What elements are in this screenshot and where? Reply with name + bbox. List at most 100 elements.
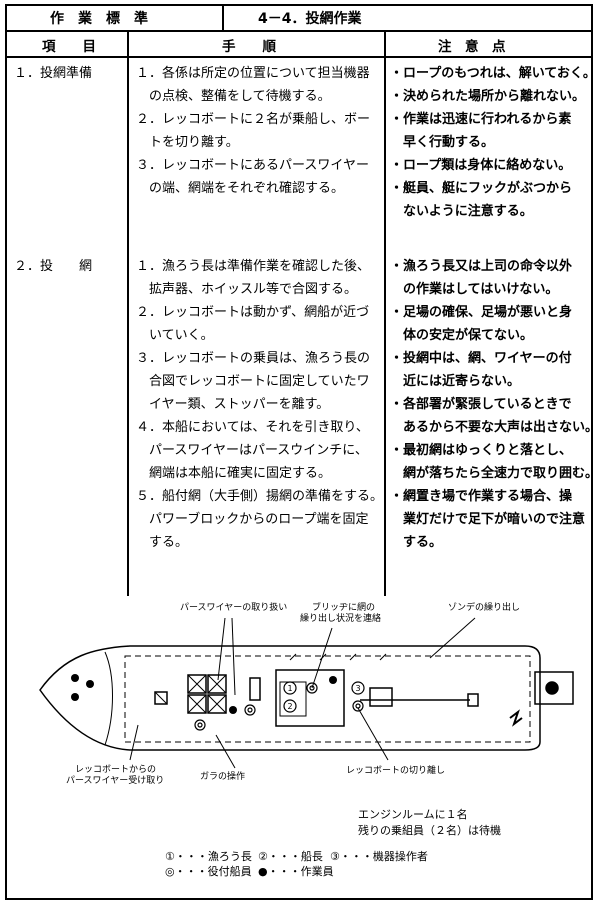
worker-icon (229, 706, 237, 714)
note-line: 業灯だけで足下が暗いので注意 (390, 512, 586, 527)
note-line: あるから不要な大声は出さない。 (390, 420, 599, 435)
winch-box-3 (187, 694, 207, 714)
row1-item: １．投網準備 (14, 66, 93, 81)
note-line: ・作業は迅速に行われるから素 (390, 112, 572, 127)
svg-text:3: 3 (355, 684, 360, 693)
legend-operator: ③・・・機器操作者 (330, 850, 428, 863)
legend-captain: ②・・・船長 (258, 850, 323, 863)
note-line: ・各部署が緊張しているときで (390, 397, 572, 412)
label-bridge-2: 繰り出し状況を連絡 (300, 614, 382, 624)
winch-box-1 (187, 674, 207, 694)
worker-icon (86, 680, 94, 688)
bow-inner-line (104, 651, 113, 746)
proc-line: １．漁ろう長は準備作業を確認した後、 (136, 259, 371, 274)
worker-icon (329, 676, 337, 684)
legend-officer: ◎・・・役付船員 (165, 865, 252, 878)
note-line: する。 (390, 535, 443, 550)
worker-icon (71, 674, 79, 682)
note-line: ・ロープ類は身体に絡めない。 (390, 158, 572, 173)
officer-icon (194, 719, 206, 731)
note-line: 網が落ちたら全速力で取り囲む。 (390, 466, 599, 481)
label-recco-cut: レッコボートの切り離し (346, 766, 446, 776)
proc-line: パワーブロックからのロープ端を固定 (136, 512, 369, 527)
svg-text:2: 2 (287, 702, 292, 711)
proc-line: 合図でレッコボートに固定していたワ (136, 374, 370, 389)
label-gara: ガラの操作 (200, 772, 246, 782)
proc-line: パースワイヤーはパースウインチに、 (136, 443, 368, 458)
label-recco-from-2: パースワイヤー受け取り (66, 776, 165, 786)
ship-hull (39, 645, 541, 751)
engine-room-note: エンジンルームに１名 (358, 808, 468, 821)
svg-text:1: 1 (287, 684, 292, 693)
proc-line: イヤー類、ストッパーを離す。 (136, 397, 330, 412)
rail-marks (289, 653, 387, 661)
officer-icon (306, 682, 318, 694)
ship-deck-diagram: 1 2 3 (39, 617, 574, 769)
proc-line: ２．レッコボートに２名が乗船し、ボー (136, 112, 371, 127)
proc-line: ３．レッコボートの乗員は、漁ろう長の (136, 351, 371, 366)
note-line: ・漁ろう長又は上司の命令以外 (390, 259, 573, 274)
officer-icon (244, 704, 256, 716)
section-title: 4－4．投網作業 (258, 11, 362, 27)
proc-line: 拡声器、ホイッスル等で合図する。 (136, 282, 358, 297)
col-notes: 注 意 点 (438, 39, 506, 55)
note-line: ・足場の確保、足場が悪いと身 (390, 305, 573, 320)
note-line: の作業はしてはいけない。 (390, 282, 559, 297)
hook-icon (509, 709, 523, 727)
note-line: ないように注意する。 (390, 204, 533, 219)
label-recco-from-1: レッコボートからの (75, 765, 157, 775)
worker-icon (71, 693, 79, 701)
deck-outline (124, 655, 531, 743)
row2-notes: ・漁ろう長又は上司の命令以外 の作業はしてはいけない。 ・足場の確保、足場が悪い… (390, 255, 598, 554)
proc-line: ３．レッコボートにあるパースワイヤー (136, 158, 369, 173)
stern-roller-icon (545, 681, 559, 695)
officer-icon (352, 700, 364, 712)
note-line: ・ロープのもつれは、解いておく。 (390, 66, 596, 81)
proc-line: の点検、整備をして待機する。 (136, 89, 331, 104)
winch-box-4 (207, 694, 227, 714)
col-procedure: 手 順 (222, 39, 276, 55)
proc-line: ４．本船においては、それを引き取り、 (136, 420, 369, 435)
proc-line: ２．レッコボートは動かず、網船が近づ (136, 305, 370, 320)
captain-icon (283, 699, 297, 713)
col-divider-1 (127, 30, 129, 596)
proc-line: ５．船付網（大手側）揚網の準備をする。 (136, 489, 384, 504)
legend-worker: ●・・・作業員 (258, 865, 334, 878)
note-line: ・投網中は、網、ワイヤーの付 (390, 351, 572, 366)
deck-small-box (249, 677, 261, 701)
note-line: ・艇員、艇にフックがぶつから (390, 181, 573, 196)
proc-line: 網端は本船に確実に固定する。 (136, 466, 332, 481)
winch-box-2 (207, 674, 227, 694)
row1-notes: ・ロープのもつれは、解いておく。 ・決められた場所から離れない。 ・作業は迅速に… (390, 62, 596, 223)
note-line: ・網置き場で作業する場合、操 (390, 489, 573, 504)
header-divider (5, 30, 593, 32)
page-frame (5, 4, 593, 900)
doc-title: 作 業 標 準 (50, 11, 148, 27)
col-divider-2 (384, 30, 386, 596)
row2-procedure: １．漁ろう長は準備作業を確認した後、 拡声器、ホイッスル等で合図する。 ２．レッ… (136, 255, 383, 554)
deckhouse (275, 669, 345, 727)
label-sonde: ゾンデの繰り出し (448, 603, 521, 613)
header-vline (222, 4, 224, 30)
proc-line: トを切り離す。 (136, 135, 239, 150)
machine-operator-icon (351, 681, 365, 695)
row2-item: ２．投 網 (14, 259, 93, 274)
boom-end (467, 693, 479, 707)
proc-line: する。 (136, 535, 189, 550)
proc-line: の端、網端をそれぞれ確認する。 (136, 181, 345, 196)
stern-box (534, 671, 574, 705)
row1-procedure: １．各係は所定の位置について担当機器 の点検、整備をして待機する。 ２．レッコボ… (136, 62, 370, 200)
crane-base (369, 687, 393, 707)
note-line: 体の安定が保てない。 (390, 328, 534, 343)
proc-line: いていく。 (136, 328, 214, 343)
rest-crew-note: 残りの乗組員（２名）は待機 (358, 824, 501, 837)
note-line: 早く行動する。 (390, 135, 495, 150)
label-purse-wire: パースワイヤーの取り扱い (180, 603, 288, 613)
col-item: 項 目 (42, 39, 96, 55)
colheader-divider (5, 56, 593, 58)
proc-line: １．各係は所定の位置について担当機器 (136, 66, 370, 81)
legend-chief: ①・・・漁ろう長 (165, 850, 252, 863)
note-line: ・最初網はゆっくりと落とし、 (390, 443, 573, 458)
label-bridge-1: ブリッヂに網の (312, 603, 376, 613)
note-line: 近には近寄らない。 (390, 374, 521, 389)
